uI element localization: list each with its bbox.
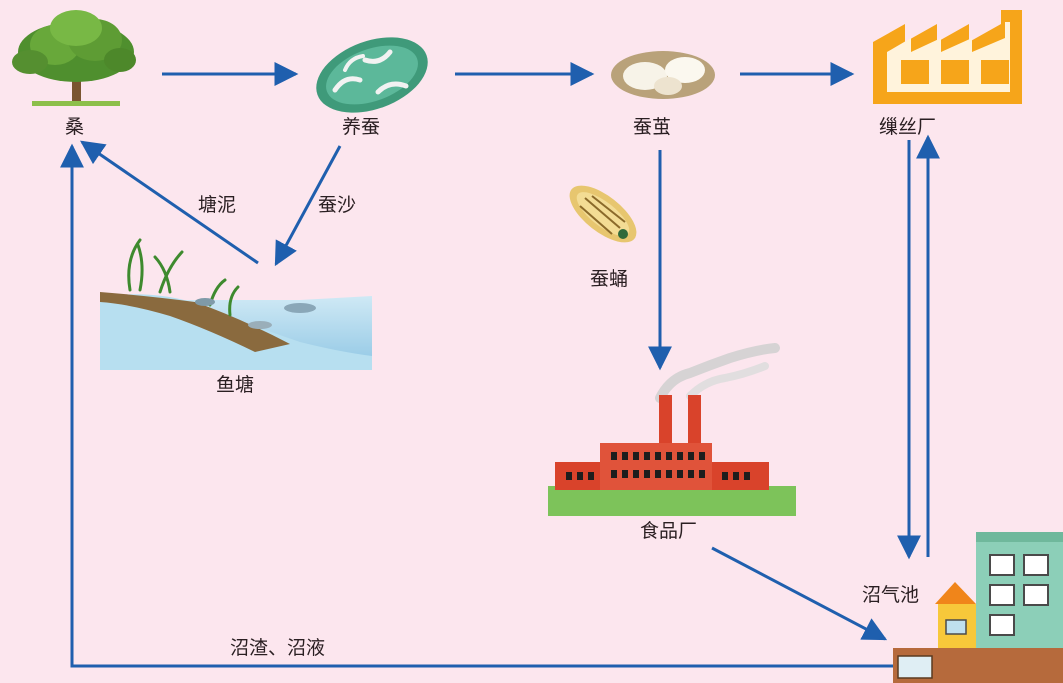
arrow-fishpond-to-mulberry — [80, 140, 259, 265]
arrows — [60, 62, 940, 668]
node-label-silk-factory: 缫丝厂 — [879, 116, 937, 138]
pupa-illustration — [569, 185, 637, 243]
mulberry-tree-illustration — [12, 10, 136, 106]
arrow-biogas-to-mulberry — [60, 143, 893, 668]
node-label-mulberry: 桑 — [65, 116, 85, 138]
node-label-silkworm: 养蚕 — [342, 116, 381, 138]
fish-pond-illustration — [100, 238, 372, 370]
node-label-cocoon: 蚕茧 — [633, 116, 672, 138]
node-label-pupa: 蚕蛹 — [590, 268, 629, 290]
arrow-food-factory-to-biogas — [711, 546, 888, 641]
silk-factory-illustration — [873, 10, 1022, 104]
biogas-building-illustration — [893, 532, 1063, 683]
food-factory-illustration — [548, 343, 796, 516]
edge-label-biogas-residue: 沼渣、沼液 — [230, 637, 326, 659]
node-label-fish-pond: 鱼塘 — [216, 374, 255, 396]
edge-label-pond-mud: 塘泥 — [198, 194, 237, 216]
node-label-food-factory: 食品厂 — [640, 520, 698, 542]
node-label-biogas: 沼气池 — [862, 584, 920, 606]
arrow-silkworm-to-fishpond — [274, 145, 342, 267]
silkworm-illustration — [316, 37, 428, 113]
cocoon-illustration — [611, 51, 715, 99]
edge-label-silkworm-dung: 蚕沙 — [318, 194, 357, 216]
